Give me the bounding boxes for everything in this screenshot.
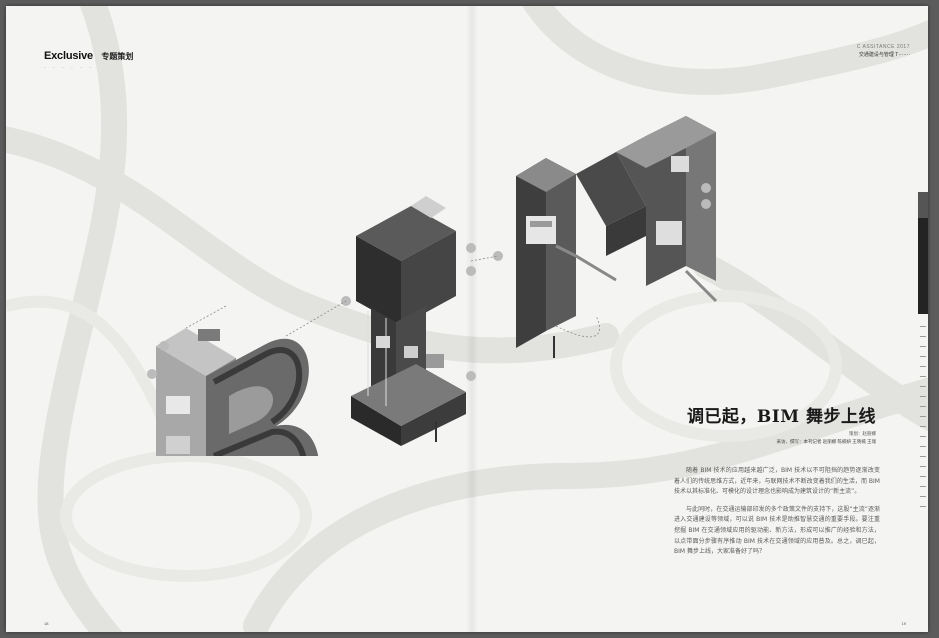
article-title: 调已起，BIM 舞步上线 (686, 407, 876, 427)
bim-letters-illustration (147, 116, 718, 456)
credits-line-2: 采访、撰写：本刊记者 赵丽娜 陈楠妍 王晓楠 王瑞 (776, 439, 877, 444)
edge-tab-marker (918, 192, 928, 314)
page-number-left: 18 (44, 621, 49, 626)
running-header-line1: C ASSITANCE 2017 (856, 44, 910, 50)
page-number-right: 19 (901, 621, 906, 626)
article-credits: 策划：赵丽娜 采访、撰写：本刊记者 赵丽娜 陈楠妍 王晓楠 王瑞 (646, 430, 877, 446)
edge-tick-marks (920, 326, 926, 516)
running-header-line2: 交通建设与管理 T······· (858, 52, 910, 58)
section-title-english: Exclusive (44, 50, 93, 62)
letter-m-building (493, 116, 718, 358)
article-body: 随着 BIM 技术的应用越来越广泛，BIM 技术以不可阻挡的趋势逐渐改变着人们的… (674, 466, 880, 565)
body-paragraph-2: 与此同时，在交通运输部印发的多个政策文件的支持下，这股“主流”逐渐进入交通建设等… (674, 505, 880, 556)
body-paragraph-1: 随着 BIM 技术的应用越来越广泛，BIM 技术以不可阻挡的趋势逐渐改变着人们的… (674, 467, 880, 496)
letter-i-building (341, 196, 476, 446)
credits-line-1: 策划：赵丽娜 (849, 431, 876, 436)
section-decor-dots: · · · · · · (44, 65, 94, 71)
section-header: Exclusive 专题策划 · · · · · · (44, 46, 133, 71)
magazine-spread: Exclusive 专题策划 · · · · · · C ASSITANCE 2… (6, 6, 928, 632)
section-title-chinese: 专题策划 (101, 52, 134, 61)
letter-b-building (147, 328, 319, 456)
page-gutter (466, 6, 478, 632)
background-road-pattern (6, 6, 928, 632)
running-header-right: C ASSITANCE 2017 交通建设与管理 T······· (857, 44, 910, 58)
